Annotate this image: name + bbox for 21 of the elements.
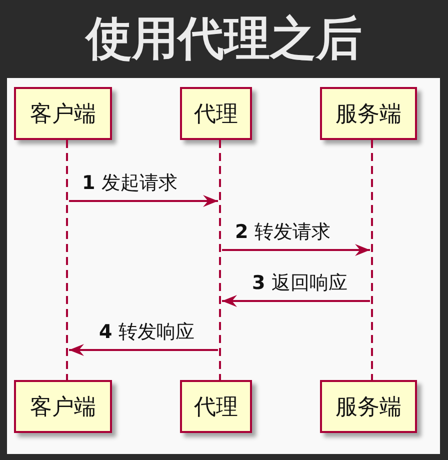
participant-box <box>320 380 417 433</box>
participant-box <box>14 380 112 433</box>
message-arrow <box>69 344 218 356</box>
message-arrow <box>222 244 370 256</box>
participant-name: 代理 <box>194 100 238 128</box>
lifeline <box>370 140 374 380</box>
participant-box <box>320 87 417 140</box>
message-arrow <box>222 295 370 307</box>
participant-name: 代理 <box>194 394 238 422</box>
participant-name: 服务端 <box>336 394 402 422</box>
participant-name: 服务端 <box>336 100 402 128</box>
participant-box <box>180 87 252 140</box>
message-arrow <box>69 195 218 207</box>
message-label: 4 转发响应 <box>97 320 196 344</box>
title: 使用代理之后 <box>84 10 363 67</box>
participant-name: 客户端 <box>30 394 96 422</box>
participant-box <box>180 380 252 433</box>
participant-name: 客户端 <box>30 100 96 128</box>
participant-box <box>14 87 112 140</box>
lifeline <box>218 140 222 380</box>
lifeline <box>65 140 69 380</box>
